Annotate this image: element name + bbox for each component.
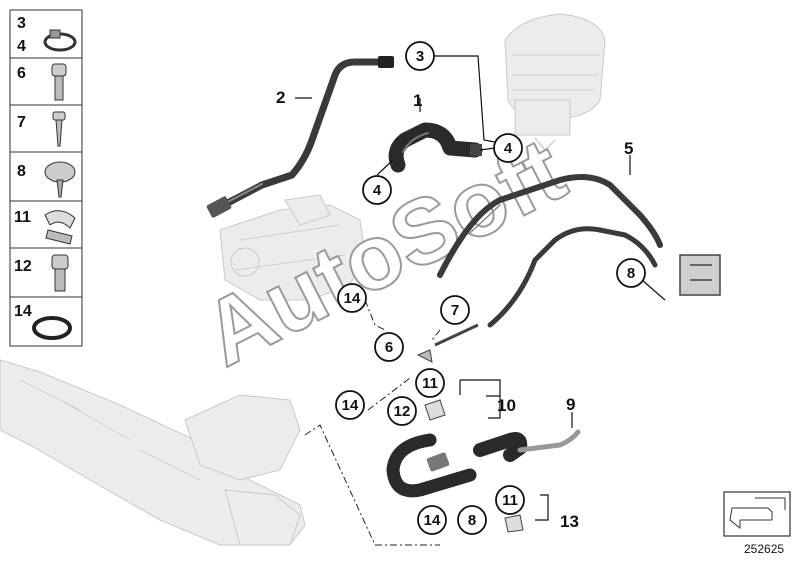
clip-details — [416, 349, 524, 533]
steering-rack-ghost — [0, 359, 306, 546]
callouts: 3 4 4 8 14 6 7 11 12 14 14 8 11 — [335, 41, 646, 535]
legend-panel: 3 4 6 7 8 11 12 14 — [9, 9, 83, 347]
legend-num-4: 4 — [17, 38, 26, 55]
callout-14-upper: 14 — [337, 283, 367, 313]
svg-text:14: 14 — [424, 512, 441, 529]
callout-4-lower: 4 — [362, 175, 392, 205]
callout-12: 12 — [387, 396, 417, 426]
svg-text:8: 8 — [627, 265, 635, 282]
svg-text:4: 4 — [504, 140, 513, 157]
o-ring-icon — [32, 316, 72, 340]
hose-1 — [388, 122, 483, 173]
allen-bolt-icon — [51, 254, 69, 292]
svg-text:3: 3 — [416, 48, 424, 65]
callout-3: 3 — [405, 41, 435, 71]
hose-5 — [434, 173, 721, 347]
callout-4-upper: 4 — [493, 133, 523, 163]
hose-9 — [386, 429, 581, 498]
svg-text:14: 14 — [342, 397, 359, 414]
legend-num-8: 8 — [17, 163, 26, 180]
svg-text:12: 12 — [394, 403, 411, 420]
svg-text:11: 11 — [422, 375, 438, 392]
part-label-9: 9 — [566, 395, 575, 414]
hose-2 — [206, 56, 394, 218]
hose-clip-icon — [44, 210, 76, 245]
legend-num-14: 14 — [14, 303, 32, 320]
diagram-number: 252625 — [744, 542, 784, 556]
callout-14-lower: 14 — [417, 505, 447, 535]
part-label-1: 1 — [413, 91, 422, 110]
part-label-5: 5 — [624, 139, 633, 158]
svg-text:7: 7 — [451, 302, 459, 319]
part-label-13: 13 — [560, 512, 579, 531]
hose-clamp-icon — [43, 29, 77, 52]
socket-bolt-icon — [51, 63, 67, 101]
legend-num-3: 3 — [17, 15, 26, 32]
svg-text:4: 4 — [373, 182, 382, 199]
legend-num-6: 6 — [17, 65, 26, 82]
reservoir-ghost — [504, 13, 606, 152]
svg-text:8: 8 — [468, 512, 476, 529]
legend-num-7: 7 — [17, 114, 26, 131]
part-label-2: 2 — [276, 88, 285, 107]
torx-flange-screw-icon — [44, 161, 76, 198]
legend-num-12: 12 — [14, 258, 32, 275]
part-label-10: 10 — [497, 396, 516, 415]
corner-arrow-icon — [723, 491, 791, 537]
callout-6: 6 — [374, 332, 404, 362]
svg-text:14: 14 — [344, 290, 361, 307]
callout-11-lower: 11 — [495, 485, 525, 515]
callout-7: 7 — [440, 295, 470, 325]
svg-text:6: 6 — [385, 339, 393, 356]
leader-lines — [295, 55, 666, 546]
callout-14-middle: 14 — [335, 390, 365, 420]
callout-8-lower: 8 — [457, 505, 487, 535]
callout-8-right: 8 — [616, 258, 646, 288]
callout-11-upper: 11 — [415, 368, 445, 398]
screw-icon — [52, 111, 66, 147]
legend-num-11: 11 — [14, 209, 31, 226]
steering-pump-ghost — [219, 194, 366, 301]
svg-text:11: 11 — [502, 492, 518, 509]
part-labels: 2 1 5 9 10 13 — [276, 88, 633, 531]
